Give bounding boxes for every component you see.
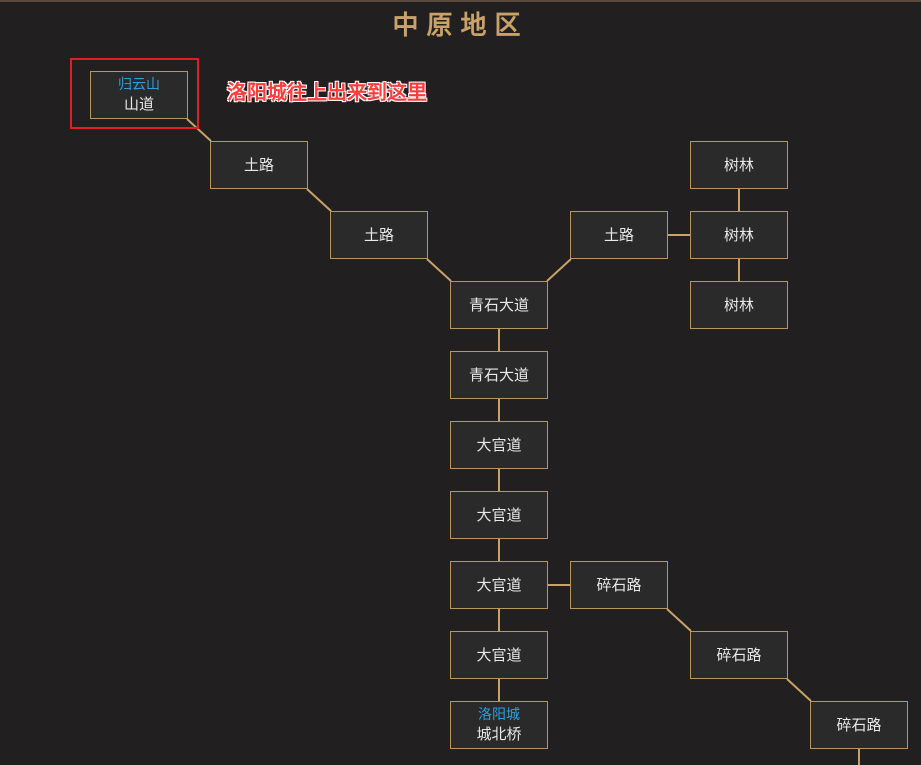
room-label: 大官道: [476, 436, 522, 454]
room-label: 土路: [243, 156, 274, 174]
room-shulin-3[interactable]: 树林: [690, 281, 788, 329]
connector-line: [546, 258, 572, 282]
room-suishi-1[interactable]: 碎石路: [570, 561, 668, 609]
room-daguan-4[interactable]: 大官道: [450, 631, 548, 679]
top-border: [0, 0, 921, 2]
room-label: 树林: [723, 226, 754, 244]
room-label: 山道: [123, 95, 154, 113]
room-label: 土路: [363, 226, 394, 244]
room-tulu-2[interactable]: 土路: [330, 211, 428, 259]
room-daguan-1[interactable]: 大官道: [450, 421, 548, 469]
room-label: 大官道: [476, 576, 522, 594]
room-daguan-3[interactable]: 大官道: [450, 561, 548, 609]
room-shulin-1[interactable]: 树林: [690, 141, 788, 189]
connector-line: [786, 678, 812, 702]
room-label: 青石大道: [468, 296, 529, 314]
connector-line: [306, 188, 332, 212]
room-label: 青石大道: [468, 366, 529, 384]
room-tulu-3[interactable]: 土路: [570, 211, 668, 259]
room-region-label: 归云山: [118, 77, 160, 93]
connector-line: [426, 258, 452, 282]
room-tulu-1[interactable]: 土路: [210, 141, 308, 189]
annotation-text: 洛阳城往上出来到这里: [227, 80, 427, 104]
room-qingshi-1[interactable]: 青石大道: [450, 281, 548, 329]
room-label: 碎石路: [596, 576, 642, 594]
connector-line: [186, 118, 212, 142]
room-label: 城北桥: [476, 725, 522, 743]
room-region-label: 洛阳城: [478, 707, 520, 723]
room-label: 大官道: [476, 506, 522, 524]
connector-line: [666, 608, 692, 632]
room-label: 树林: [723, 296, 754, 314]
room-suishi-3[interactable]: 碎石路: [810, 701, 908, 749]
room-shulin-2[interactable]: 树林: [690, 211, 788, 259]
room-qingshi-2[interactable]: 青石大道: [450, 351, 548, 399]
room-label: 碎石路: [836, 716, 882, 734]
room-suishi-2[interactable]: 碎石路: [690, 631, 788, 679]
room-label: 碎石路: [716, 646, 762, 664]
room-label: 大官道: [476, 646, 522, 664]
room-chengbeiqiao[interactable]: 洛阳城 城北桥: [450, 701, 548, 749]
room-label: 土路: [603, 226, 634, 244]
room-shandao[interactable]: 归云山 山道: [90, 71, 188, 119]
room-label: 树林: [723, 156, 754, 174]
room-daguan-2[interactable]: 大官道: [450, 491, 548, 539]
map-title: 中原地区: [392, 11, 529, 41]
highlight-box: [70, 58, 199, 129]
